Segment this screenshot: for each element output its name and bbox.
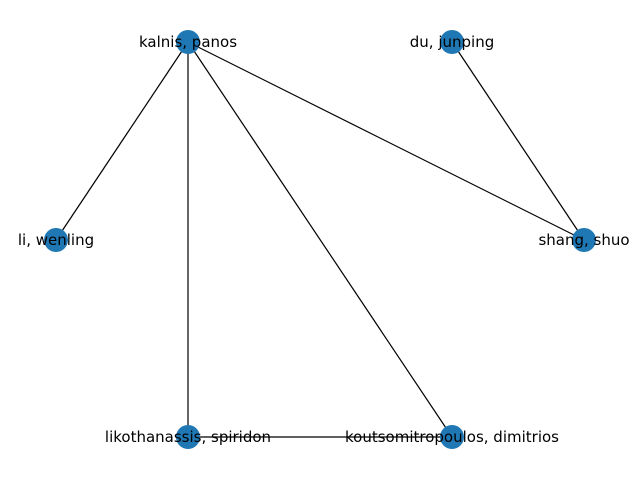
nodes-layer bbox=[44, 30, 596, 449]
node-label-kalnis: kalnis, panos bbox=[139, 33, 237, 51]
edge-kalnis-koutsomitropoulos bbox=[187, 41, 453, 438]
node-label-du: du, junping bbox=[410, 33, 494, 51]
node-label-shang: shang, shuo bbox=[538, 231, 629, 249]
node-shang bbox=[572, 228, 596, 252]
edge-kalnis-li bbox=[55, 41, 189, 241]
node-label-likothanassis: likothanassis, spiridon bbox=[105, 428, 271, 446]
edge-du-shang bbox=[451, 41, 585, 241]
node-label-koutsomitropoulos: koutsomitropoulos, dimitrios bbox=[345, 428, 559, 446]
node-kalnis bbox=[176, 30, 200, 54]
node-label-li: li, wenling bbox=[18, 231, 94, 249]
edge-kalnis-shang bbox=[187, 41, 585, 241]
node-li bbox=[44, 228, 68, 252]
edges-layer bbox=[55, 41, 585, 438]
node-du bbox=[440, 30, 464, 54]
node-likothanassis bbox=[176, 425, 200, 449]
labels-layer: kalnis, panos du, junping li, wenling shang… bbox=[18, 33, 630, 446]
node-koutsomitropoulos bbox=[440, 425, 464, 449]
